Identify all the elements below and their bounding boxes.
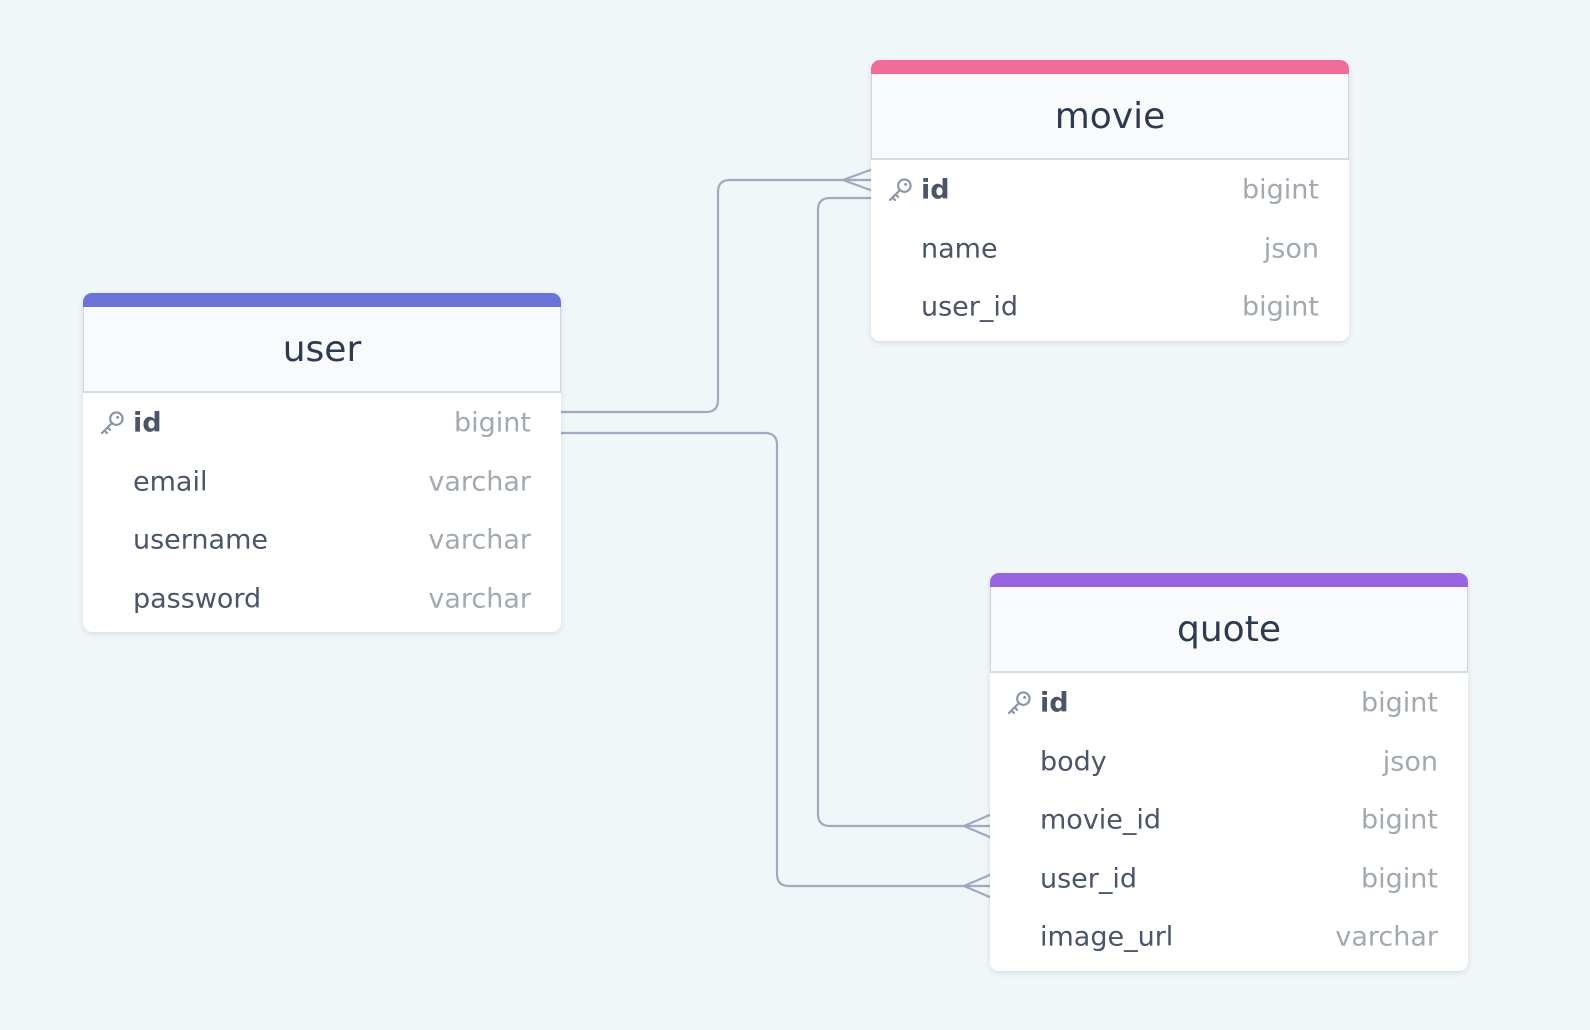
relation-user-movie	[560, 178, 873, 414]
field-name: id	[133, 407, 162, 439]
field-name: user_id	[921, 291, 1019, 323]
table-quote[interactable]: quote id bigint body json movie_id bigin…	[990, 573, 1468, 971]
field-name: id	[1040, 687, 1069, 719]
field-name: image_url	[1040, 921, 1174, 953]
table-movie[interactable]: movie id bigint name json user_id bigint	[871, 60, 1349, 341]
field-name: password	[133, 583, 262, 615]
field-type: bigint	[454, 407, 531, 439]
primary-key-icon	[1007, 691, 1031, 715]
field-name: email	[133, 466, 208, 498]
field-name: id	[921, 174, 950, 206]
primary-key-icon	[888, 178, 912, 202]
field-type: varchar	[428, 466, 531, 498]
table-quote-accent	[990, 573, 1468, 587]
table-movie-title: movie	[871, 74, 1349, 160]
field-row-quote-user-id[interactable]: user_id bigint	[990, 850, 1468, 909]
field-type: bigint	[1242, 291, 1319, 323]
table-user-title: user	[83, 307, 561, 393]
field-row-user-password[interactable]: password varchar	[83, 570, 561, 629]
relation-movie-quote	[816, 196, 992, 828]
many-marker-movie-id	[839, 167, 874, 193]
field-type: bigint	[1361, 863, 1438, 895]
primary-key-icon	[100, 411, 124, 435]
many-marker-quote-user-id	[961, 872, 993, 900]
field-name: username	[133, 524, 268, 556]
field-row-user-id[interactable]: id bigint	[83, 394, 561, 453]
field-row-quote-body[interactable]: body json	[990, 733, 1468, 792]
field-type: json	[1263, 233, 1319, 265]
field-row-movie-user-id[interactable]: user_id bigint	[871, 278, 1349, 337]
field-type: json	[1382, 746, 1438, 778]
table-movie-accent	[871, 60, 1349, 74]
table-user[interactable]: user id bigint email varchar username va…	[83, 293, 561, 632]
field-row-movie-name[interactable]: name json	[871, 220, 1349, 279]
field-name: name	[921, 233, 998, 265]
relation-user-quote	[560, 431, 992, 888]
field-type: bigint	[1361, 687, 1438, 719]
field-row-movie-id[interactable]: id bigint	[871, 161, 1349, 220]
field-row-quote-id[interactable]: id bigint	[990, 674, 1468, 733]
field-name: user_id	[1040, 863, 1138, 895]
field-row-user-username[interactable]: username varchar	[83, 511, 561, 570]
field-type: bigint	[1242, 174, 1319, 206]
field-name: body	[1040, 746, 1107, 778]
field-type: bigint	[1361, 804, 1438, 836]
many-marker-quote-movie-id	[961, 812, 993, 840]
field-row-user-email[interactable]: email varchar	[83, 453, 561, 512]
table-user-accent	[83, 293, 561, 307]
field-row-quote-movie-id[interactable]: movie_id bigint	[990, 791, 1468, 850]
table-quote-title: quote	[990, 587, 1468, 673]
field-type: varchar	[1335, 921, 1438, 953]
field-type: varchar	[428, 583, 531, 615]
field-name: movie_id	[1040, 804, 1162, 836]
field-type: varchar	[428, 524, 531, 556]
field-row-quote-image-url[interactable]: image_url varchar	[990, 908, 1468, 967]
